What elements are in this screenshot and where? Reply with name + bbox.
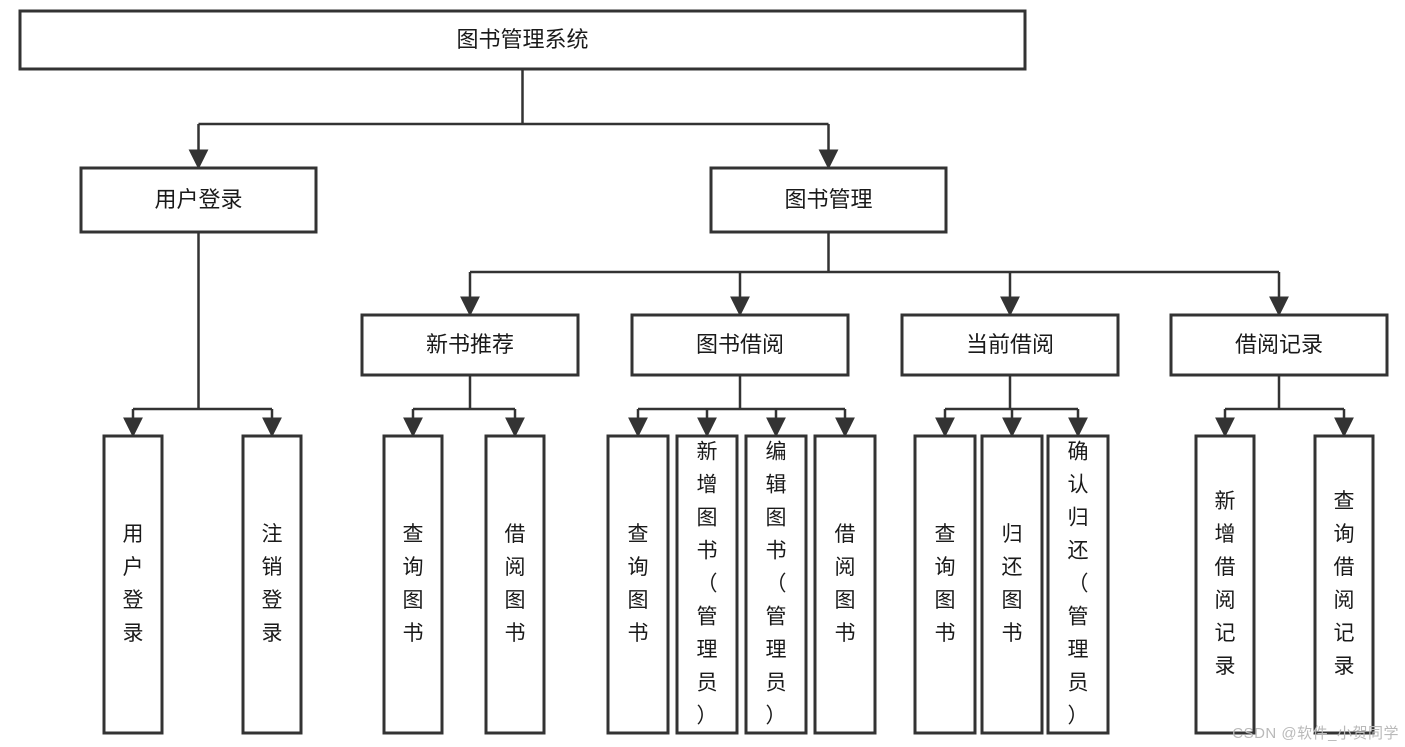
node-current-borrow-rect[interactable] [900, 313, 1120, 377]
node-leaf-confirm-return-admin-rect[interactable] [1046, 434, 1110, 735]
node-leaf-return-book[interactable]: 归还图书 [980, 434, 1044, 735]
node-leaf-edit-book-admin[interactable]: 编辑图书（管理员） [744, 434, 808, 735]
node-leaf-logout-label: 注销登录 [262, 523, 283, 645]
node-leaf-query-borrow-record-rect[interactable] [1313, 434, 1375, 735]
node-leaf-add-borrow-record[interactable]: 新增借阅记录 [1194, 434, 1256, 735]
node-leaf-logout-rect[interactable] [241, 434, 303, 735]
node-leaf-borrow-book[interactable]: 借阅图书 [813, 434, 877, 735]
node-leaf-return-book-rect[interactable] [980, 434, 1044, 735]
node-leaf-query-book-current-label: 查询图书 [935, 523, 956, 645]
node-leaf-query-book-borrow-label: 查询图书 [628, 523, 649, 645]
node-root-rect[interactable] [18, 9, 1027, 71]
node-leaf-borrow-book-rec-label: 借阅图书 [505, 523, 526, 645]
node-leaf-user-login-rect[interactable] [102, 434, 164, 735]
node-leaf-query-book-rec-rect[interactable] [382, 434, 444, 735]
node-book-manage[interactable]: 图书管理 [709, 166, 948, 234]
node-new-book-recommend[interactable]: 新书推荐 [360, 313, 580, 377]
node-leaf-return-book-label: 归还图书 [1002, 523, 1023, 645]
node-leaf-edit-book-admin-rect[interactable] [744, 434, 808, 735]
node-leaf-add-book-admin-label: 新增图书（管理员） [697, 440, 718, 727]
node-book-manage-label: 图书管理 [784, 187, 872, 212]
node-leaf-borrow-book-rect[interactable] [813, 434, 877, 735]
node-leaf-user-login-label: 用户登录 [123, 523, 144, 645]
node-leaf-query-book-borrow[interactable]: 查询图书 [606, 434, 670, 735]
node-leaf-query-borrow-record[interactable]: 查询借阅记录 [1313, 434, 1375, 735]
node-leaf-add-borrow-record-label: 新增借阅记录 [1215, 490, 1236, 678]
node-leaf-borrow-book-rec-rect[interactable] [484, 434, 546, 735]
node-leaf-query-book-current-rect[interactable] [913, 434, 977, 735]
node-leaf-add-book-admin-rect[interactable] [675, 434, 739, 735]
node-leaf-query-book-rec-label: 查询图书 [403, 523, 424, 645]
node-user-login[interactable]: 用户登录 [79, 166, 318, 234]
node-leaf-edit-book-admin-label: 编辑图书（管理员） [766, 440, 787, 727]
node-leaf-add-book-admin[interactable]: 新增图书（管理员） [675, 434, 739, 735]
node-book-borrow[interactable]: 图书借阅 [630, 313, 850, 377]
node-borrow-record[interactable]: 借阅记录 [1169, 313, 1389, 377]
node-borrow-record-rect[interactable] [1169, 313, 1389, 377]
watermark-text: CSDN @软件_小贺同学 [1232, 725, 1399, 742]
node-current-borrow[interactable]: 当前借阅 [900, 313, 1120, 377]
node-leaf-confirm-return-admin[interactable]: 确认归还（管理员） [1046, 434, 1110, 735]
node-user-login-label: 用户登录 [154, 187, 242, 212]
node-leaf-query-book-current[interactable]: 查询图书 [913, 434, 977, 735]
node-leaf-borrow-book-label: 借阅图书 [835, 523, 856, 645]
node-new-book-recommend-label: 新书推荐 [426, 332, 514, 357]
node-leaf-user-login[interactable]: 用户登录 [102, 434, 164, 735]
node-root-label: 图书管理系统 [456, 27, 588, 52]
node-leaf-confirm-return-admin-label: 确认归还（管理员） [1068, 440, 1089, 727]
node-book-borrow-rect[interactable] [630, 313, 850, 377]
node-new-book-recommend-rect[interactable] [360, 313, 580, 377]
connector-lines [123, 69, 1354, 438]
node-user-login-rect[interactable] [79, 166, 318, 234]
node-current-borrow-label: 当前借阅 [966, 332, 1054, 357]
node-leaf-query-borrow-record-label: 查询借阅记录 [1334, 490, 1355, 678]
node-root[interactable]: 图书管理系统 [18, 9, 1027, 71]
node-borrow-record-label: 借阅记录 [1235, 332, 1323, 357]
node-book-borrow-label: 图书借阅 [696, 332, 784, 357]
node-leaf-query-book-borrow-rect[interactable] [606, 434, 670, 735]
node-leaf-borrow-book-rec[interactable]: 借阅图书 [484, 434, 546, 735]
node-leaf-logout[interactable]: 注销登录 [241, 434, 303, 735]
node-leaf-query-book-rec[interactable]: 查询图书 [382, 434, 444, 735]
node-book-manage-rect[interactable] [709, 166, 948, 234]
node-boxes: 图书管理系统用户登录图书管理新书推荐图书借阅当前借阅借阅记录用户登录注销登录查询… [18, 9, 1389, 735]
node-leaf-add-borrow-record-rect[interactable] [1194, 434, 1256, 735]
